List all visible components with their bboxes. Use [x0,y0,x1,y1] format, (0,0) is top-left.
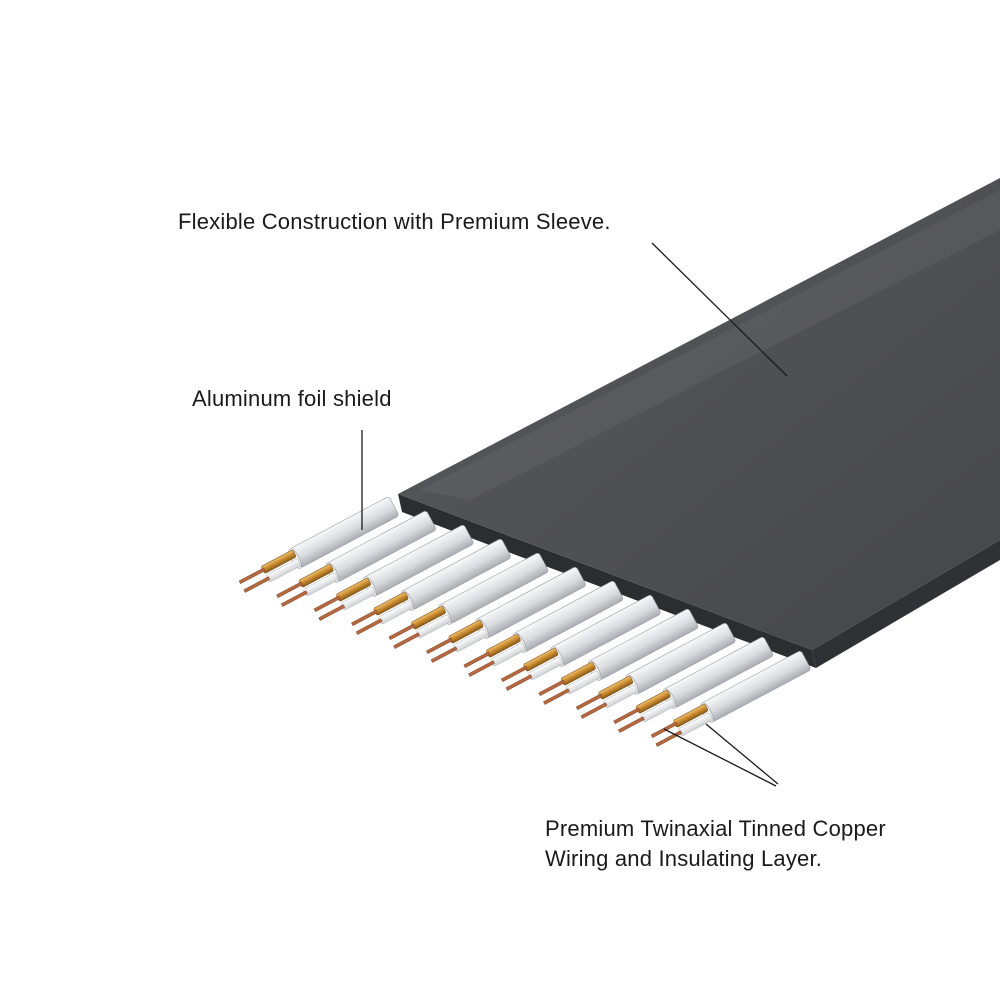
conductor-pair [500,595,661,691]
conductor-pair [463,581,624,677]
copper-core [388,623,416,641]
conductor-pair [613,637,773,733]
conductor-pair [575,623,736,719]
foil-shield-label: Aluminum foil shield [192,386,392,411]
sleeve-side-edge [812,540,1000,668]
copper-core [280,590,308,607]
copper-core [613,707,641,725]
copper-core [505,674,533,691]
copper-core [355,618,383,635]
copper-core [468,660,495,677]
sleeve-leader-line [651,242,788,377]
conductor-pair [538,609,699,705]
copper-core [393,632,421,649]
copper-core [543,688,570,705]
conductor-pair [426,567,586,663]
conductor-pair [238,497,399,593]
copper-leader-line-1 [663,728,777,787]
copper-core [500,665,528,683]
copper-core [351,609,378,627]
sleeve-highlight [420,190,1000,500]
copper-core [276,581,303,599]
copper-core [430,646,458,663]
sleeve-top [398,178,1000,650]
conductor-pair [650,651,811,747]
copper-wiring-label-line2: Wiring and Insulating Layer. [545,846,823,871]
conductor-pairs [238,497,811,747]
copper-core [318,604,346,621]
conductor-pair [388,553,549,649]
sleeve-front-edge [398,494,816,668]
copper-core [243,576,271,593]
sleeve-label: Flexible Construction with Premium Sleev… [178,209,611,234]
copper-core [238,567,266,585]
conductor-pair [313,525,474,621]
copper-core [313,595,341,613]
copper-wiring-label-line1: Premium Twinaxial Tinned Copper [545,816,886,841]
copper-core [426,637,453,655]
conductor-pair [276,511,436,607]
copper-core [538,679,566,697]
copper-leader-line-2 [705,723,779,785]
copper-core [580,702,608,719]
copper-wiring-label: Premium Twinaxial Tinned Copper Wiring a… [545,814,886,874]
conductor-pair [351,539,511,635]
copper-core [575,693,603,711]
copper-core [618,716,645,733]
copper-core [463,651,491,669]
